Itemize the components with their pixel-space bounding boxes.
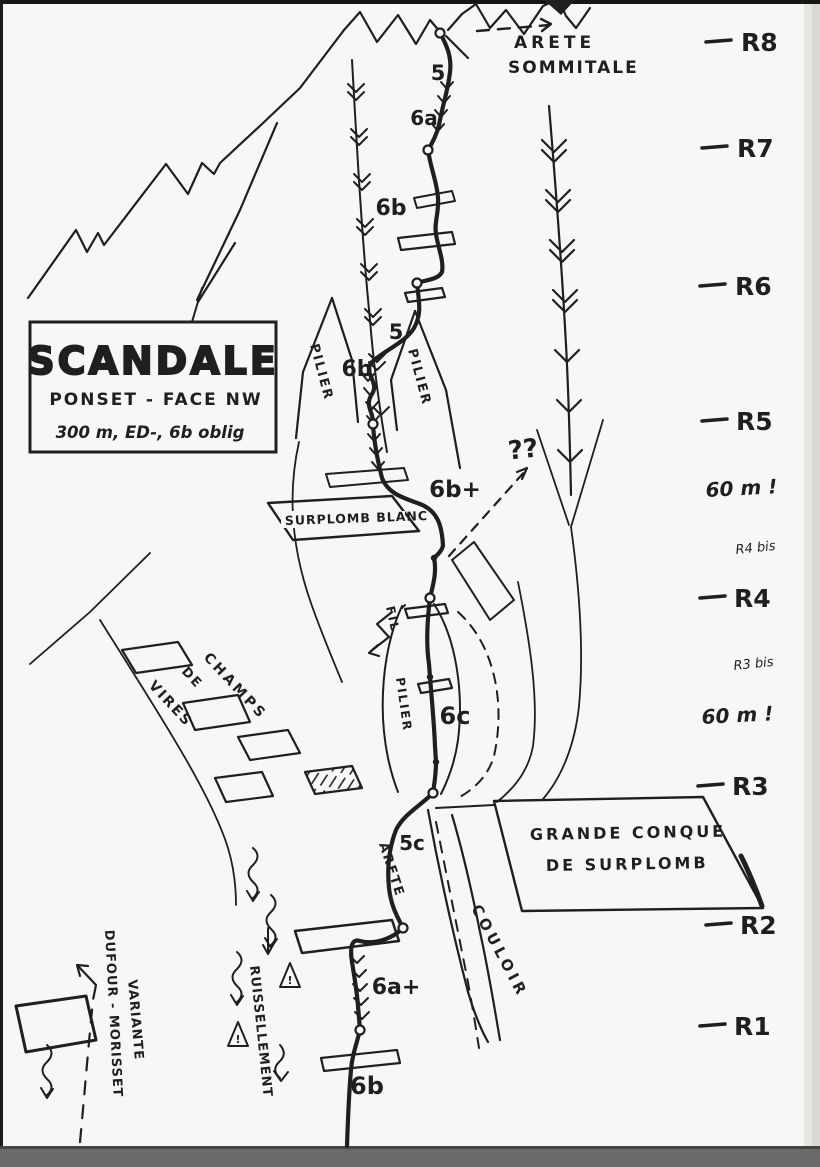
feature-label-ruissellement: RUISSELLEMENT [246, 965, 275, 1098]
belay-label-r6: R6 [735, 272, 772, 301]
feature-label-grande-conque-1: GRANDE CONQUE [530, 822, 727, 844]
rope-length-upper: 60 m ! [705, 474, 778, 502]
route-subtitle: PONSET - FACE NW [49, 390, 262, 410]
belay-label-r5: R5 [736, 407, 773, 436]
grade-label-6b-mid: 6b [341, 357, 372, 382]
belay-circle-r8 [434, 27, 446, 39]
belay-label-r2: R2 [740, 911, 777, 940]
pitch-grades: 5 6a 6b 5 6b 6b+ 6c 5c 6a+ 6b [341, 61, 480, 1100]
feature-label-arete-sommitale-2: SOMMITALE [508, 58, 639, 78]
feature-label-grande-conque-2: DE SURPLOMB [546, 853, 709, 875]
route-details: 300 m, ED-, 6b oblig [56, 423, 245, 442]
belay-label-r7: R7 [737, 134, 774, 163]
warning-triangles: ! ! [227, 962, 301, 1047]
champs-de-vires-ledges [120, 640, 364, 804]
belay-circle-r6 [411, 277, 423, 289]
feature-label-fil: FIL [383, 605, 402, 634]
ledges-lower [14, 918, 402, 1073]
title-box: SCANDALE PONSET - FACE NW 300 m, ED-, 6b… [26, 287, 279, 454]
warning-exclamation: ! [287, 974, 292, 987]
belay-label-r4bis: R4 bis [735, 539, 777, 558]
ridge-direction-arrow [475, 17, 553, 33]
belay-stations [354, 27, 446, 1036]
variante-dashed-line [75, 963, 98, 1144]
belay-rail: R8 R7 R6 R5 60 m ! R4 bis R4 R3 bis 60 m… [696, 28, 778, 1041]
belay-circle-r2 [397, 922, 409, 934]
zigzag-arrow [367, 610, 394, 658]
grade-label-5c: 5c [399, 831, 425, 855]
upper-pillars [294, 296, 462, 470]
feature-label-couloir: COULOIR [467, 901, 531, 1000]
feature-label-de: DE [178, 664, 205, 692]
summit-ridge-lines [26, 0, 592, 304]
feather-line-left [347, 59, 390, 453]
feature-label-pilier-right: PILIER [404, 347, 434, 407]
feature-label-pilier-fil: PILIER [393, 676, 414, 732]
belay-label-r3: R3 [732, 772, 769, 801]
belay-dot [426, 673, 434, 681]
belay-circle-r5 [367, 418, 379, 430]
feature-label-surplomb-blanc: SURPLOMB BLANC [285, 508, 429, 528]
surplomb-blanc-roof: SURPLOMB BLANC [266, 494, 429, 542]
warning-exclamation: ! [235, 1033, 240, 1046]
grade-label-6a: 6a [410, 106, 437, 130]
belay-label-r3bis: R3 bis [733, 655, 775, 674]
grade-label-6b-plus: 6b+ [429, 477, 481, 503]
belay-dot-r3bis [432, 758, 440, 766]
terrain-lines-left [29, 441, 343, 906]
belay-dot-r4bis [430, 554, 438, 562]
rope-length-lower: 60 m ! [701, 701, 774, 729]
feature-label-champs: CHAMPS [200, 650, 270, 723]
ledges-mid [403, 602, 454, 695]
belay-circle-r3 [427, 787, 439, 799]
grade-label-6b-p7: 6b [375, 196, 406, 221]
grade-label-6a-plus: 6a+ [372, 975, 421, 1000]
grade-label-5-mid: 5 [389, 320, 404, 344]
belay-label-r8: R8 [741, 28, 778, 57]
belay-label-r4: R4 [734, 584, 771, 613]
grade-label-6b-bottom: 6b [350, 1072, 384, 1100]
route-line [344, 30, 453, 1149]
grade-label-5-top: 5 [431, 61, 446, 85]
feather-line-right [540, 104, 584, 497]
belay-circle-r7 [422, 144, 434, 156]
feature-label-arete-sommitale-1: ARETE [514, 33, 595, 53]
feature-label-dufour-morisset: DUFOUR - MORISSET [101, 929, 125, 1098]
belay-circle-r1 [354, 1024, 366, 1036]
grade-label-6c: 6c [440, 702, 471, 730]
feature-label-question-marks: ?? [507, 434, 540, 467]
couloir-lines [426, 804, 502, 1049]
ruissellement-arrows [40, 847, 289, 1099]
belay-label-r1: R1 [734, 1012, 771, 1041]
route-chevrons [349, 81, 454, 1020]
terrain-lines-right [496, 419, 604, 803]
fil-pilier-arcs [381, 603, 500, 800]
route-title: SCANDALE [27, 339, 279, 383]
belay-circle-r4 [424, 592, 436, 604]
question-escape-arrow [447, 466, 529, 558]
feature-label-variante: VARIANTE [124, 979, 146, 1061]
grande-conque: GRANDE CONQUE DE SURPLOMB [492, 795, 765, 913]
hatched-slab [451, 541, 515, 621]
feature-label-pilier-left: PILIER [306, 342, 336, 402]
